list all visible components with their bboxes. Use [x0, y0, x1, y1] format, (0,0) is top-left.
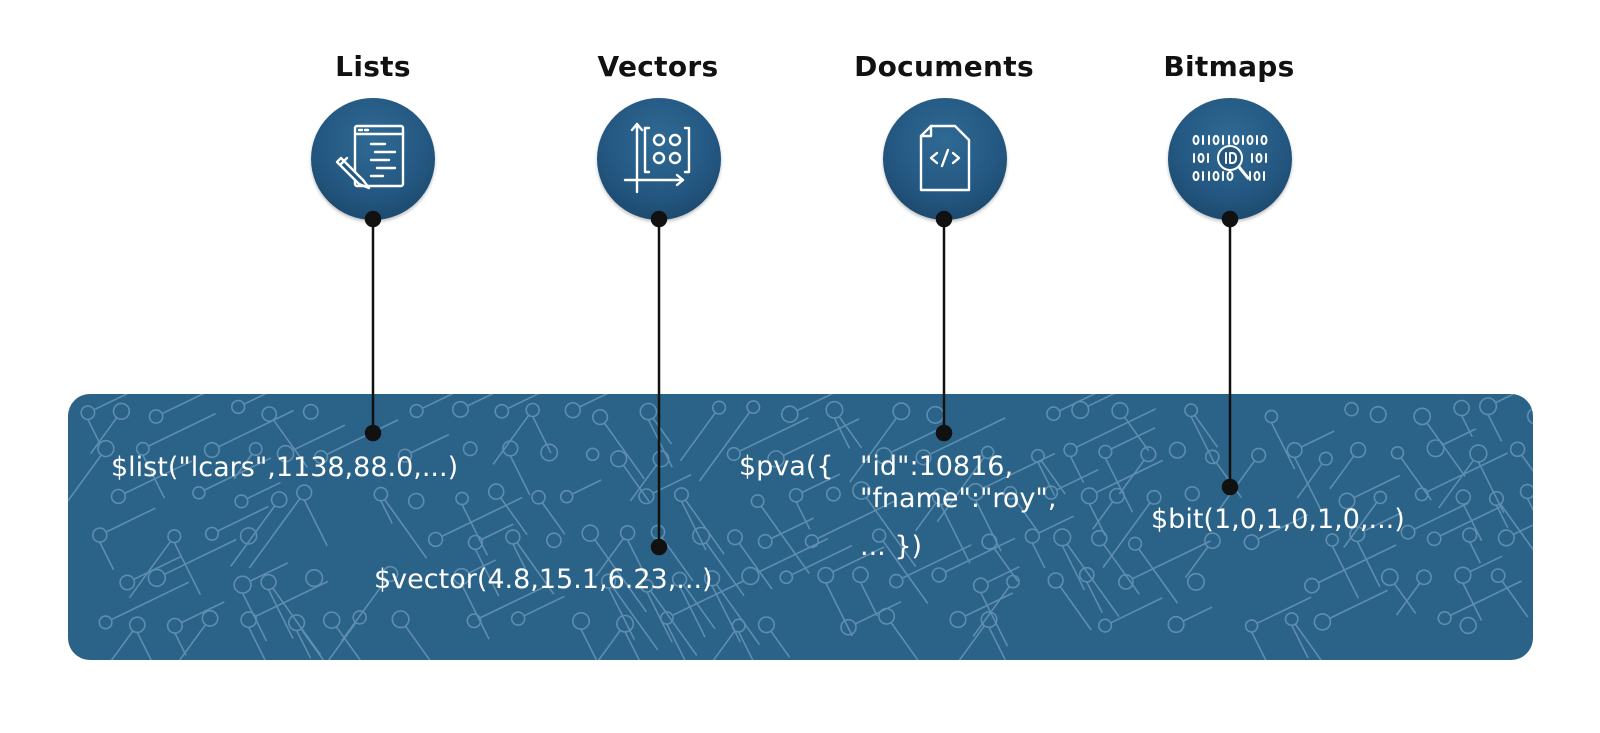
bit-example: $bit(1,0,1,0,1,0,...): [1151, 504, 1405, 535]
network-pattern: [68, 394, 1533, 660]
category-label-vectors: Vectors: [597, 50, 719, 83]
pva-example-line3: ... }): [860, 531, 923, 562]
list-edit-icon: [335, 124, 405, 190]
category-label-lists: Lists: [335, 50, 411, 83]
lists-connector-bottom-dot: [364, 424, 382, 442]
lists-connector-top-dot: [364, 210, 382, 228]
vectors-connector-bottom-dot: [650, 538, 668, 556]
bitmaps-circle: [1168, 98, 1292, 220]
vector-chart-icon: [623, 122, 691, 194]
category-label-documents: Documents: [854, 50, 1034, 83]
code-document-icon: [919, 124, 971, 192]
category-label-bitmaps: Bitmaps: [1163, 50, 1295, 83]
bitmaps-connector-bottom-dot: [1221, 478, 1239, 496]
pva-example-prefix: $pva({: [739, 451, 834, 482]
pva-example-line2: "fname":"roy",: [860, 483, 1057, 514]
documents-connector-top-dot: [935, 210, 953, 228]
vector-example: $vector(4.8,15.1,6.23,...): [374, 564, 713, 595]
list-example: $list("lcars",1138,88.0,...): [111, 452, 459, 483]
documents-circle: [883, 98, 1007, 220]
vectors-circle: [597, 98, 721, 220]
binary-id-icon: [1192, 135, 1268, 181]
vectors-connector-top-dot: [650, 210, 668, 228]
lists-circle: [311, 98, 435, 220]
documents-connector-bottom-dot: [935, 424, 953, 442]
data-types-panel: [68, 394, 1533, 660]
bitmaps-connector-top-dot: [1221, 210, 1239, 228]
pva-example-line1: "id":10816,: [860, 451, 1014, 482]
